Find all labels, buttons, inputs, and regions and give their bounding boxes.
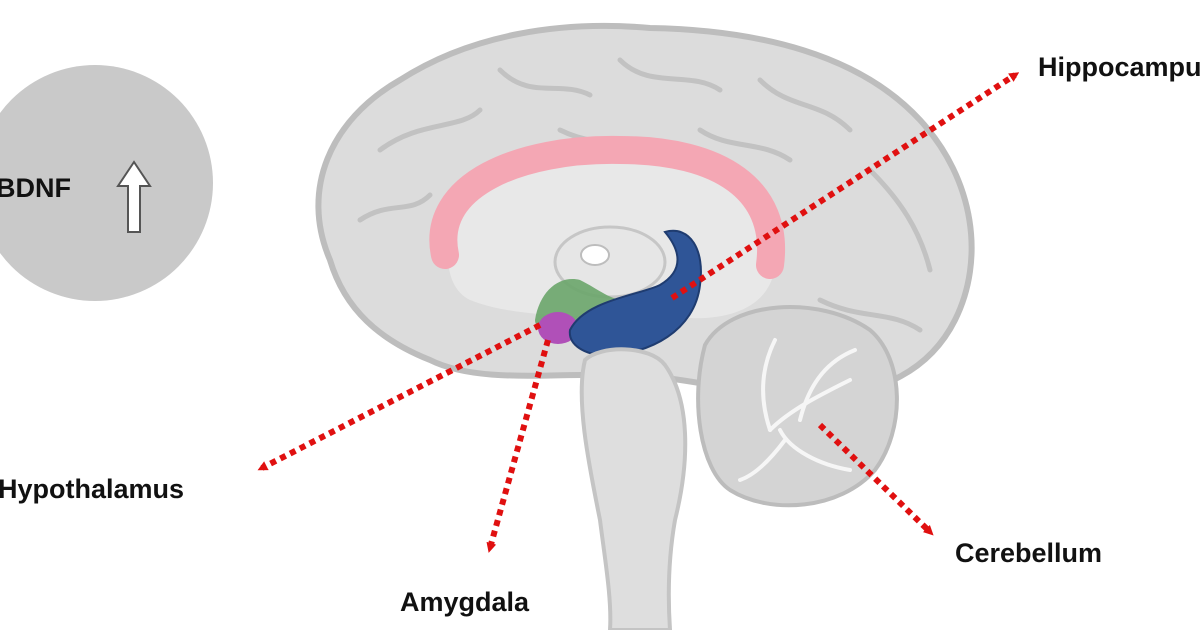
label-hypothalamus: Hypothalamus — [0, 474, 184, 504]
brain-illustration — [318, 26, 971, 630]
label-cerebellum: Cerebellum — [955, 538, 1102, 568]
bdnf-label: BDNF — [0, 173, 71, 203]
thalamus-spot — [581, 245, 609, 265]
bdnf-badge: BDNF — [0, 65, 213, 301]
brainstem — [582, 349, 686, 630]
label-amygdala: Amygdala — [400, 587, 530, 617]
label-hippocampus: Hippocampus — [1038, 52, 1200, 82]
